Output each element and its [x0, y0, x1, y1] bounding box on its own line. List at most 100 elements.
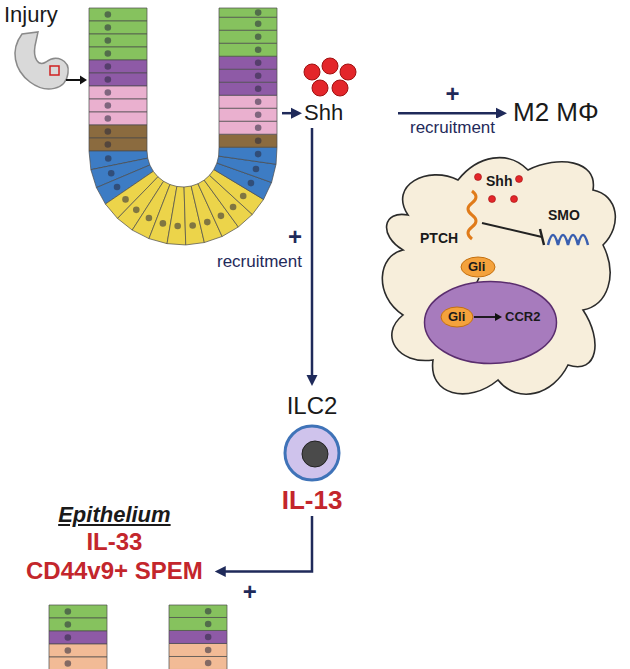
cytokine-label: IL-13 [282, 485, 343, 516]
ligand-label: Shh [304, 100, 343, 126]
cell-nucleus [65, 647, 72, 654]
gland-cell [169, 656, 227, 669]
cell-nucleus [105, 141, 112, 148]
inhibition-line [482, 223, 542, 237]
gland-cell [219, 30, 277, 43]
gland-cell [219, 134, 277, 147]
connector-arrow [215, 516, 312, 577]
cell-nucleus [105, 11, 112, 18]
arrow-head [215, 566, 226, 577]
ligand-dot [304, 64, 320, 80]
panel-title: Injury [4, 2, 58, 28]
injury-panel: Injury [0, 0, 282, 250]
stomach-drawing [15, 32, 68, 89]
epithelium-group: EpitheliumIL-33CD44v9+ SPEM [18, 500, 211, 588]
gland-cell [219, 82, 277, 95]
edge-label: recruitment [408, 118, 497, 138]
connector-arrow [282, 108, 302, 119]
gland-cell [89, 47, 147, 60]
cell-nucleus [114, 184, 121, 191]
ligand-group: Shh [302, 58, 398, 128]
smo-receptor [548, 235, 588, 245]
cell-nucleus [205, 647, 212, 654]
cell-nucleus [255, 72, 262, 79]
gland-cell [89, 112, 147, 125]
cell-nucleus [205, 634, 212, 641]
connector-line [225, 516, 312, 572]
cell-nucleus [218, 213, 225, 220]
cell-nucleus [105, 63, 112, 70]
gland-cell [219, 121, 277, 134]
transcription-arrow-head [495, 313, 502, 321]
gland-cell [49, 644, 107, 657]
cell-nucleus [65, 660, 72, 667]
cell-nucleus [255, 33, 262, 40]
gland-cell [89, 60, 147, 73]
cell-nucleus [105, 102, 112, 109]
ligand-dot [489, 196, 496, 203]
sign-label: + [241, 578, 259, 607]
edge-label: recruitment [215, 252, 304, 272]
cell-nucleus [255, 124, 262, 131]
gland-cell [167, 186, 186, 244]
gland-cell [89, 125, 147, 138]
cell-nucleus [105, 37, 112, 44]
cell-nucleus [105, 155, 112, 162]
gland-cell [89, 138, 147, 151]
cell-nucleus [205, 621, 212, 628]
cell-nucleus [65, 634, 72, 641]
ligand-dot [516, 176, 523, 183]
cell-nucleus [146, 215, 153, 222]
cell-nucleus [204, 219, 211, 226]
cell-nucleus [255, 85, 262, 92]
ligand-dot [511, 196, 518, 203]
cell-nucleus [160, 220, 167, 227]
connector-arrow [398, 108, 507, 119]
cell-nucleus [105, 128, 112, 135]
ilc2-cell-body [282, 423, 342, 483]
gland-cell [89, 21, 147, 34]
arrow-head [291, 108, 302, 119]
ligand-dot [312, 80, 328, 96]
zoom-arrow [66, 79, 80, 81]
receptor-label: SMO [548, 207, 580, 224]
ligand-dot [332, 80, 348, 96]
macrophage-outline [382, 158, 615, 395]
gland-cell [49, 605, 107, 618]
cell-nucleus [108, 170, 115, 177]
cell-nucleus [105, 89, 112, 96]
gland-cell [89, 8, 147, 21]
cell-nucleus [205, 608, 212, 615]
nucleus-outline [425, 282, 557, 364]
factor-label: Gli [468, 259, 485, 275]
cell-nucleus [65, 608, 72, 615]
cell-nucleus [105, 115, 112, 122]
cell-nucleus [174, 223, 181, 230]
gland-cell [169, 630, 227, 643]
cell-nucleus [255, 20, 262, 27]
gland-cell [219, 69, 277, 82]
receptor-label: PTCH [420, 230, 458, 247]
connector-line [311, 128, 314, 376]
cell-nucleus [255, 9, 262, 16]
gland-cell [219, 56, 277, 69]
ilc2-nucleus [302, 441, 328, 467]
gland-cell [49, 631, 107, 644]
gland-cell [169, 605, 227, 617]
gland-cell [89, 99, 147, 112]
sign-label: + [443, 80, 461, 109]
gland-cell [169, 643, 227, 656]
factor-label: Gli [448, 309, 465, 325]
gland-cell [169, 617, 227, 630]
gli-protein [461, 257, 495, 277]
ilc2-membrane [285, 426, 339, 480]
cell-nucleus [105, 50, 112, 57]
transcription-arrow [474, 316, 496, 318]
cell-nucleus [105, 76, 112, 83]
cell-nucleus [205, 660, 212, 667]
gland-cell [219, 17, 277, 30]
gland-cell [49, 618, 107, 631]
ilc2-cell: ILC2IL-13 [262, 388, 362, 516]
cell-nucleus [255, 59, 262, 66]
marker-label: CD44v9+ SPEM [26, 557, 203, 586]
